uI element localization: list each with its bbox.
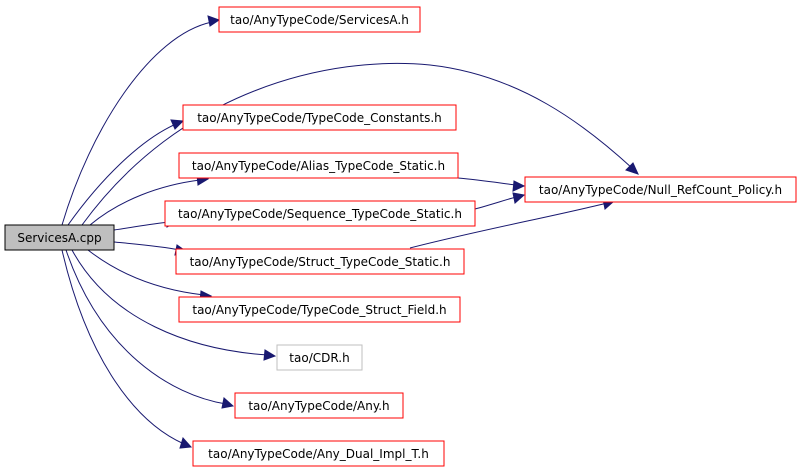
edge-root-to-services-a-h	[61, 15, 221, 226]
node-label: tao/AnyTypeCode/Any_Dual_Impl_T.h	[208, 447, 429, 461]
node-any-h[interactable]: tao/AnyTypeCode/Any.h	[234, 392, 404, 419]
edge-sequence-to-null-refcount-policy-h	[474, 192, 526, 210]
node-label: tao/CDR.h	[289, 351, 349, 365]
node-typecode-struct-field-h[interactable]: tao/AnyTypeCode/TypeCode_Struct_Field.h	[178, 296, 461, 323]
node-label: tao/AnyTypeCode/Any.h	[248, 399, 389, 413]
node-any-dual-impl-t-h[interactable]: tao/AnyTypeCode/Any_Dual_Impl_T.h	[192, 440, 445, 467]
node-label: tao/AnyTypeCode/Struct_TypeCode_Static.h	[190, 255, 451, 269]
node-null-refcount-policy-h[interactable]: tao/AnyTypeCode/Null_RefCount_Policy.h	[524, 176, 797, 203]
node-services-a-h[interactable]: tao/AnyTypeCode/ServicesA.h	[218, 6, 421, 33]
node-label: tao/AnyTypeCode/ServicesA.h	[230, 13, 409, 27]
node-label: tao/AnyTypeCode/TypeCode_Constants.h	[197, 111, 442, 125]
edge-root-to-any-h	[65, 249, 235, 409]
edge-root-to-null-refcount-policy-h	[81, 62, 639, 226]
node-struct-typecode-static-h[interactable]: tao/AnyTypeCode/Struct_TypeCode_Static.h	[175, 248, 465, 275]
edges	[61, 15, 639, 449]
edge-root-to-cdr-h	[71, 249, 277, 361]
node-label: tao/AnyTypeCode/Null_RefCount_Policy.h	[539, 183, 782, 197]
edge-root-to-any-dual-impl-t-h	[61, 249, 193, 449]
node-alias-typecode-static-h[interactable]: tao/AnyTypeCode/Alias_TypeCode_Static.h	[178, 152, 459, 179]
node-label: tao/AnyTypeCode/TypeCode_Struct_Field.h	[192, 303, 446, 317]
node-cdr-h: tao/CDR.h	[276, 344, 363, 371]
node-label: tao/AnyTypeCode/Alias_TypeCode_Static.h	[192, 159, 445, 173]
node-typecode-constants-h[interactable]: tao/AnyTypeCode/TypeCode_Constants.h	[182, 104, 457, 131]
root-node-label: ServicesA.cpp	[17, 231, 101, 245]
root-node[interactable]: ServicesA.cpp	[4, 224, 115, 251]
node-label: tao/AnyTypeCode/Sequence_TypeCode_Static…	[178, 207, 462, 221]
edge-root-to-typecode-constants-h	[67, 119, 185, 226]
node-sequence-typecode-static-h[interactable]: tao/AnyTypeCode/Sequence_TypeCode_Static…	[164, 200, 476, 227]
edge-alias-to-null-refcount-policy-h	[457, 177, 526, 192]
